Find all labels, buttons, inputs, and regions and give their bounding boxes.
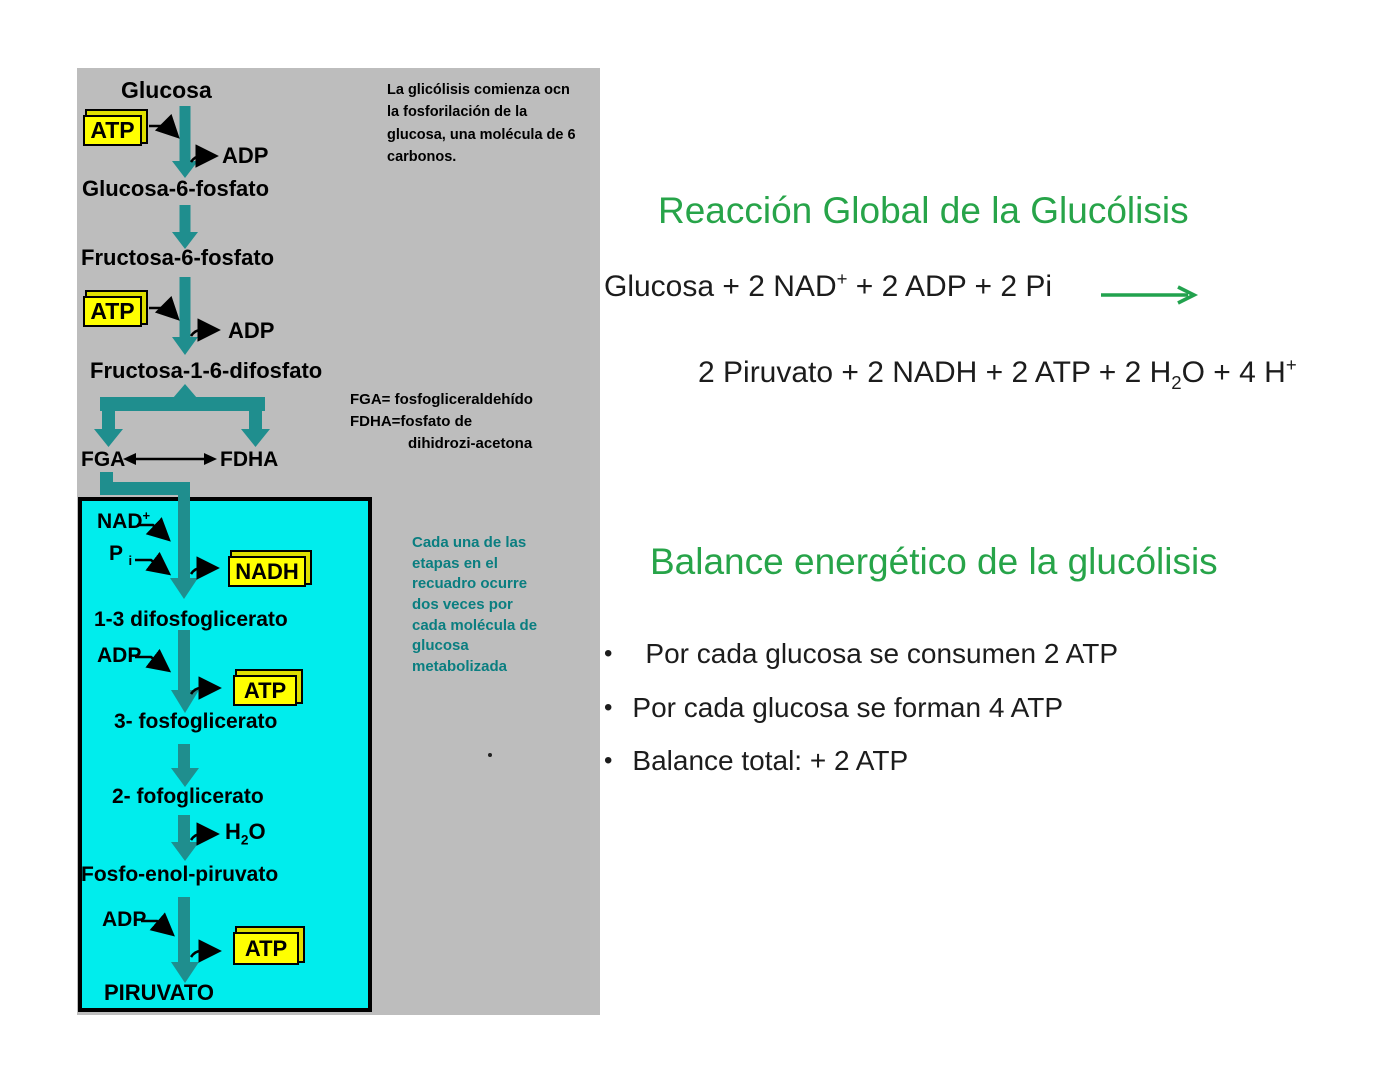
teal-note-line: cada molécula de xyxy=(412,616,538,634)
reaction-title: Reacción Global de la Glucólisis xyxy=(658,190,1189,231)
adp-label-4: ADP xyxy=(102,908,147,931)
intro-note-line: carbonos. xyxy=(387,149,457,166)
step-piruvato: PIRUVATO xyxy=(104,980,215,1005)
pi-label: P i xyxy=(109,542,132,569)
balance-bullet-3: • Balance total: + 2 ATP xyxy=(604,745,908,777)
fga-fdha-double-arrow xyxy=(123,453,217,465)
intro-note: La glicólisis comienza ocn la fosforilac… xyxy=(387,79,576,169)
atp-chip-2: ATP xyxy=(83,296,142,327)
teal-note-line: glucosa xyxy=(412,637,469,655)
nad-base: NAD xyxy=(97,510,143,533)
reaction-lhs: Glucosa + 2 NAD+ + 2 ADP + 2 Pi xyxy=(604,268,1052,304)
balance-title: Balance energético de la glucólisis xyxy=(650,541,1218,582)
teal-note-line: dos veces por xyxy=(412,596,513,614)
atp-chip-4: ATP xyxy=(233,932,299,965)
step-glucosa: Glucosa xyxy=(121,77,212,103)
abbreviation-legend: FGA= fosfogliceraldehído FDHA=fosfato de… xyxy=(350,389,533,454)
legend-line: FGA= fosfogliceraldehído xyxy=(350,391,533,408)
reaction-rhs-superscript: + xyxy=(1285,354,1297,375)
teal-note-line: etapas en el xyxy=(412,554,498,572)
step-fdha: FDHA xyxy=(220,448,279,471)
adp-label-1: ADP xyxy=(222,143,269,168)
balance-bullet-1: • Por cada glucosa se consumen 2 ATP xyxy=(604,638,1118,670)
h2o-label: H2O xyxy=(225,819,266,848)
bullet-dot: • xyxy=(604,747,613,774)
nad-label: NAD+ xyxy=(97,508,151,533)
h2o-o: O xyxy=(248,819,266,844)
step-fga: FGA xyxy=(81,448,126,471)
doubled-steps-box xyxy=(78,497,372,1012)
step-2-fofoglicerato: 2- fofoglicerato xyxy=(112,785,264,808)
reaction-lhs-rest: + 2 ADP + 2 Pi xyxy=(847,270,1053,303)
balance-bullet-text: Balance total: + 2 ATP xyxy=(632,745,909,776)
adp-label-3: ADP xyxy=(97,644,142,667)
teal-note-line: metabolizada xyxy=(412,658,508,676)
pi-subscript: i xyxy=(128,553,133,569)
balance-bullet-text: Por cada glucosa se consumen 2 ATP xyxy=(645,638,1119,669)
intro-note-line: La glicólisis comienza ocn xyxy=(387,82,570,98)
intro-note-line: la fosforilación de la xyxy=(387,104,528,121)
glycolysis-diagram-panel: ATP ATP NADH ATP ATP Glucosa ADP Glucosa… xyxy=(77,68,600,1015)
pi-base: P xyxy=(109,542,123,565)
adp-label-2: ADP xyxy=(228,318,275,343)
atp-chip-3: ATP xyxy=(233,675,297,706)
step-glucosa-6-fosfato: Glucosa-6-fosfato xyxy=(82,176,270,201)
stray-dot xyxy=(488,753,492,757)
teal-note-line: recuadro ocurre xyxy=(412,575,528,593)
step-fructosa-6-fosfato: Fructosa-6-fosfato xyxy=(81,245,275,270)
teal-note-line: Cada una de las xyxy=(412,534,527,551)
reaction-rhs-mid: O + 4 H xyxy=(1181,356,1286,389)
reaction-arrow-icon xyxy=(1101,285,1199,305)
balance-bullet-2: • Por cada glucosa se forman 4 ATP xyxy=(604,692,1063,724)
reaction-lhs-main: Glucosa + 2 NAD xyxy=(604,270,837,303)
nad-superscript: + xyxy=(142,508,151,523)
legend-line: FDHA=fosfato de xyxy=(350,412,473,430)
reaction-rhs-main: 2 Piruvato + 2 NADH + 2 ATP + 2 H xyxy=(698,356,1172,389)
h2o-h: H xyxy=(225,819,241,844)
reaction-lhs-superscript: + xyxy=(836,268,848,289)
step-13-difosfoglicerato: 1-3 difosfoglicerato xyxy=(94,608,288,631)
h2o-subscript: 2 xyxy=(240,832,249,848)
bullet-dot: • xyxy=(604,640,613,667)
bullet-dot: • xyxy=(604,694,613,721)
atp-chip-1: ATP xyxy=(83,115,142,146)
reaction-rhs-subscript: 2 xyxy=(1171,372,1182,393)
nadh-chip: NADH xyxy=(228,556,306,587)
balance-bullet-text: Por cada glucosa se forman 4 ATP xyxy=(632,692,1064,723)
doubled-steps-note: Cada una de las etapas en el recuadro oc… xyxy=(412,533,537,678)
intro-note-line: glucosa, una molécula de 6 xyxy=(387,126,576,143)
step-fosfo-enol-piruvato: Fosfo-enol-piruvato xyxy=(81,863,279,886)
step-fructosa-1-6-difosfato: Fructosa-1-6-difosfato xyxy=(90,358,323,383)
legend-line: dihidrozi-acetona xyxy=(408,434,533,452)
step-3-fosfoglicerato: 3- fosfoglicerato xyxy=(114,710,278,733)
reaction-rhs: 2 Piruvato + 2 NADH + 2 ATP + 2 H2O + 4 … xyxy=(698,354,1297,394)
